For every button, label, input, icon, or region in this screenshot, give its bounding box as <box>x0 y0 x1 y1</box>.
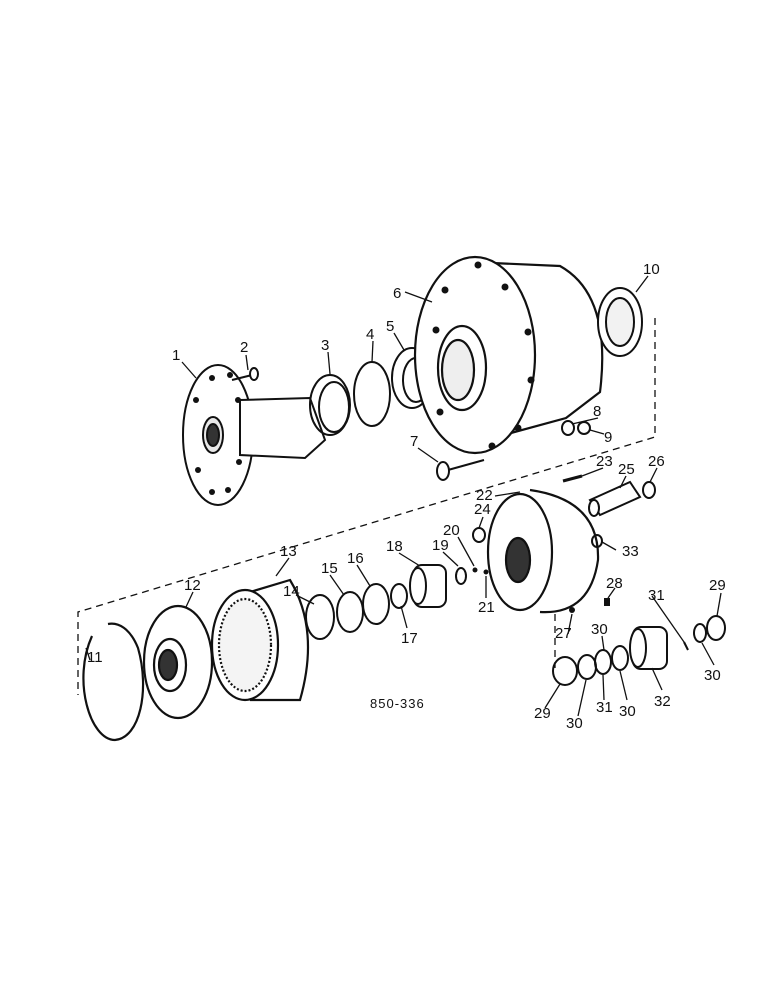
callout-12: 12 <box>184 577 201 594</box>
part-2-bolt <box>231 367 259 381</box>
callout-29-right: 29 <box>709 577 726 594</box>
callout-16: 16 <box>347 550 364 567</box>
part-15-ring <box>336 591 364 633</box>
part-21-ball <box>483 569 489 575</box>
callout-9: 9 <box>604 429 612 446</box>
callout-30-a: 30 <box>566 715 583 732</box>
callout-7: 7 <box>410 433 418 450</box>
part-26-ring <box>642 481 656 499</box>
part-14-ring <box>305 594 335 640</box>
part-27-ball <box>569 607 575 613</box>
part-33-washer <box>591 534 603 548</box>
part-17-ring <box>390 583 408 609</box>
part-25-planet-shaft <box>588 480 642 517</box>
callout-15: 15 <box>321 560 338 577</box>
callout-19: 19 <box>432 537 449 554</box>
leader-lines <box>85 275 722 717</box>
part-28-plug <box>604 598 610 606</box>
callout-22: 22 <box>476 487 493 504</box>
part-1-flange-shaft <box>182 364 327 506</box>
part-3-seal-ring <box>309 374 351 436</box>
part-7-bolt <box>436 459 485 481</box>
callout-17: 17 <box>401 630 418 647</box>
callout-18: 18 <box>386 538 403 555</box>
callout-30-d: 30 <box>704 667 721 684</box>
callout-2: 2 <box>240 339 248 356</box>
part-10-seal <box>597 287 643 357</box>
callout-6: 6 <box>393 285 401 302</box>
part-24-washer <box>472 527 486 543</box>
callout-4: 4 <box>366 326 374 343</box>
callout-33: 33 <box>622 543 639 560</box>
callout-23: 23 <box>596 453 613 470</box>
callout-24: 24 <box>474 501 491 518</box>
callout-8: 8 <box>593 403 601 420</box>
part-16-ring <box>362 583 390 625</box>
callout-20: 20 <box>443 522 460 539</box>
part-6-hub <box>413 255 604 455</box>
callout-28: 28 <box>606 575 623 592</box>
callout-31-right: 31 <box>648 587 665 604</box>
dashed-assembly-boundary <box>77 318 656 695</box>
part-22-planet-carrier <box>486 488 600 614</box>
callout-26: 26 <box>648 453 665 470</box>
part-29-thrust-washer-left <box>552 656 578 686</box>
callout-10: 10 <box>643 261 660 278</box>
part-9-washer <box>577 421 591 435</box>
callout-27: 27 <box>555 625 572 642</box>
part-30-washer-b <box>611 645 629 671</box>
callout-5: 5 <box>386 318 394 335</box>
callout-30-b: 30 <box>591 621 608 638</box>
part-31-ring-right <box>683 641 689 651</box>
callout-labels: 1 2 3 4 5 6 7 8 9 10 11 12 13 14 15 16 1… <box>87 261 726 732</box>
callout-14: 14 <box>283 583 300 600</box>
part-4-ring <box>353 361 391 427</box>
callout-11: 11 <box>87 649 103 666</box>
callout-1: 1 <box>172 347 180 364</box>
callout-31-left: 31 <box>596 699 613 716</box>
callout-13: 13 <box>280 543 297 560</box>
drawing-reference-number: 850-336 <box>370 696 425 711</box>
part-23-pin <box>562 474 583 483</box>
part-30-washer-c <box>693 623 707 643</box>
part-18-pinion-gear <box>409 564 447 608</box>
callout-25: 25 <box>618 461 635 478</box>
part-30-washer-a <box>577 654 597 680</box>
callout-3: 3 <box>321 337 329 354</box>
callout-32: 32 <box>654 693 671 710</box>
part-13-ring-gear <box>210 578 310 702</box>
callout-29-left: 29 <box>534 705 551 722</box>
part-31-ring-left <box>594 649 612 675</box>
part-20-ball <box>472 567 478 573</box>
part-19-washer <box>455 567 467 585</box>
callout-30-c: 30 <box>619 703 636 720</box>
part-12-ring-gear-hub <box>142 604 214 720</box>
part-11-snap-ring <box>82 622 145 742</box>
callout-21: 21 <box>478 599 495 616</box>
part-8-plug <box>561 420 575 436</box>
part-32-planet-gear <box>629 626 668 670</box>
part-29-thrust-washer-right <box>706 615 726 641</box>
